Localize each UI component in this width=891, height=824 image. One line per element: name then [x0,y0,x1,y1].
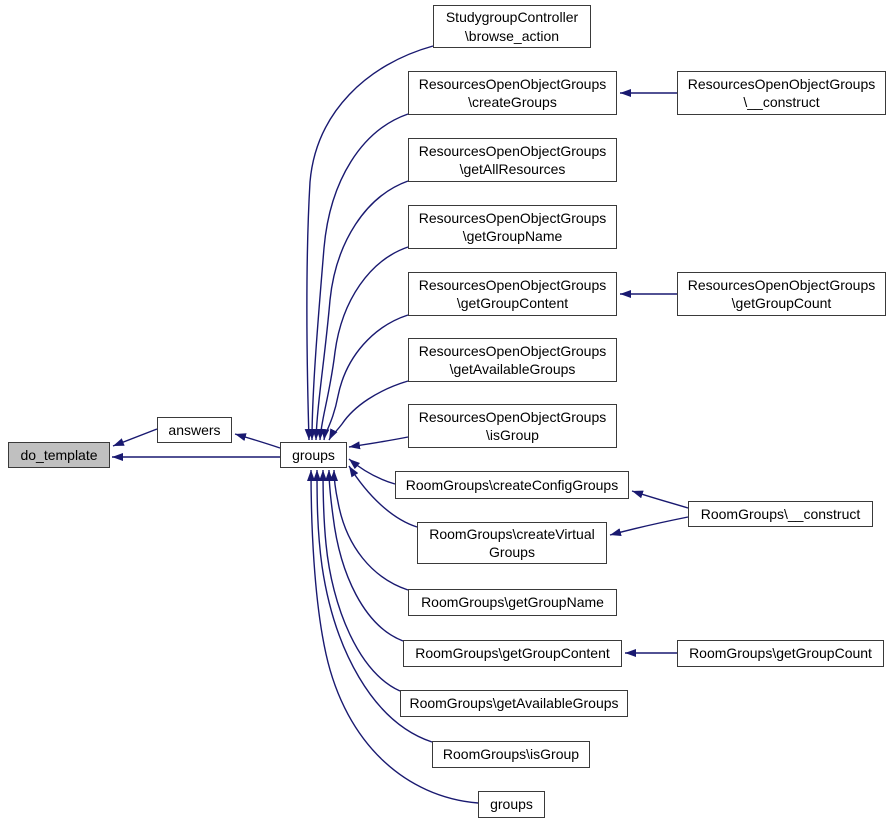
edge-rg-createConfigGroups-to-groups [348,458,396,485]
node-rog-get-available-groups[interactable]: ResourcesOpenObjectGroups \getAvailableG… [408,338,617,382]
edge-rog-getAvailableGroups-to-groups [328,380,409,441]
edge-rog-createGroups-to-groups [308,113,409,441]
node-rg-construct[interactable]: RoomGroups\__construct [688,501,873,527]
edge-rg-createVirtualGroups-to-groups [348,465,418,528]
node-rg-get-group-name[interactable]: RoomGroups\getGroupName [408,589,617,616]
node-answers[interactable]: answers [157,417,232,443]
edge-rg-getAvailableGroups-to-groups [319,469,401,692]
node-rg-create-config-groups[interactable]: RoomGroups\createConfigGroups [395,471,629,499]
node-rg-get-group-content[interactable]: RoomGroups\getGroupContent [403,640,622,667]
edge-rg-getGroupName-to-groups [330,469,409,591]
node-do-template: do_template [8,442,110,468]
node-studygroupcontroller-browse-action[interactable]: StudygroupController \browse_action [433,5,591,48]
node-rog-is-group[interactable]: ResourcesOpenObjectGroups \isGroup [408,404,617,448]
node-rog-get-group-name[interactable]: ResourcesOpenObjectGroups \getGroupName [408,205,617,249]
node-groups-caller[interactable]: groups [478,791,545,818]
node-rog-get-group-count[interactable]: ResourcesOpenObjectGroups \getGroupCount [677,272,886,316]
edge-rog-isGroup-to-groups [348,436,409,450]
node-rg-create-virtual-groups[interactable]: RoomGroups\createVirtual Groups [417,522,607,564]
edge-rog-getGroupName-to-groups [316,246,409,441]
edge-rg-construct-to-createVirtualGroups [609,516,689,537]
node-rg-get-available-groups[interactable]: RoomGroups\getAvailableGroups [400,690,628,717]
edge-browse_action-to-groups [304,45,434,441]
node-rg-is-group[interactable]: RoomGroups\isGroup [432,741,590,768]
edge-rg-isGroup-to-groups [313,469,433,743]
node-rog-construct[interactable]: ResourcesOpenObjectGroups \__construct [677,71,886,115]
node-rog-get-all-resources[interactable]: ResourcesOpenObjectGroups \getAllResourc… [408,138,617,182]
edge-rg-construct-to-createConfigGroups [631,490,689,509]
edge-groups-caller-to-groups [307,469,479,804]
node-rog-create-groups[interactable]: ResourcesOpenObjectGroups \createGroups [408,71,617,115]
node-groups[interactable]: groups [280,442,347,468]
node-rog-get-group-content[interactable]: ResourcesOpenObjectGroups \getGroupConte… [408,272,617,316]
edge-rg-getGroupContent-to-groups [325,469,404,642]
edge-answers-to-do_template [112,428,158,447]
edge-rog-getAllResources-to-groups [312,180,409,441]
edge-rog-getGroupContent-to-groups [321,314,409,441]
node-rg-get-group-count[interactable]: RoomGroups\getGroupCount [677,640,884,667]
edge-groups-to-answers [234,433,281,449]
